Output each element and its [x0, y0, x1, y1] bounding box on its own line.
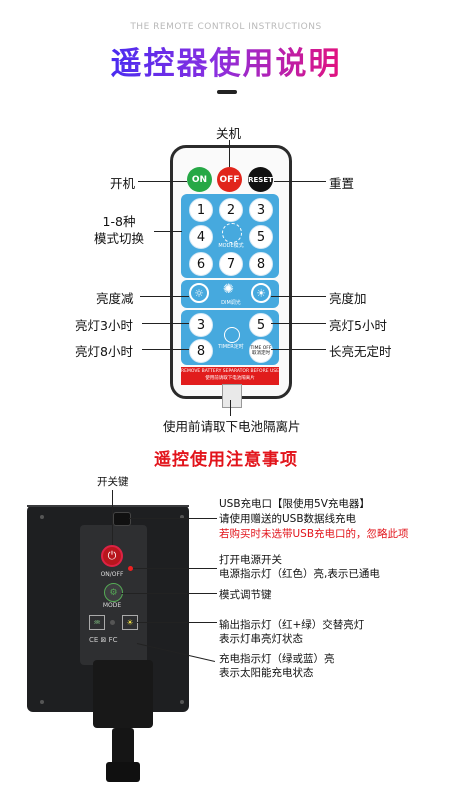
- callout-charge-1: 充电指示灯（绿或蓝）亮: [219, 653, 335, 665]
- screw-br: [180, 700, 184, 704]
- leader-timer3: [142, 323, 189, 324]
- charge-icon: ☀: [122, 615, 138, 630]
- screw-bl: [40, 700, 44, 704]
- page-title: 遥控器使用说明: [0, 38, 452, 83]
- cable-connector: [112, 728, 134, 768]
- leader-switch-key: [112, 490, 113, 545]
- battery-separator-tab[interactable]: [222, 384, 242, 408]
- dim-down-button[interactable]: ☼: [189, 283, 209, 303]
- num-7-button[interactable]: 7: [219, 252, 243, 276]
- callout-timer5: 亮灯5小时: [329, 318, 387, 333]
- callout-output-2: 表示灯串亮灯状态: [219, 633, 303, 645]
- on-button[interactable]: ON: [187, 167, 212, 192]
- timer-clock-icon: [224, 327, 240, 343]
- leader-timer5: [271, 323, 326, 324]
- callout-output-1: 输出指示灯（红+绿）交替亮灯: [219, 619, 365, 631]
- leader-battery: [230, 400, 231, 416]
- leader-dim-up: [271, 296, 326, 297]
- strip-line-cn: 使用前请取下电池隔离片: [205, 376, 255, 381]
- leader-power: [133, 568, 217, 569]
- dim-icon: ✺: [223, 282, 234, 297]
- title-divider: [217, 90, 237, 94]
- leader-off: [229, 140, 230, 167]
- leader-modes: [154, 231, 182, 232]
- leader-output: [137, 622, 217, 623]
- strip-line-en: REMOVE BATTERY SEPARATOR BEFORE USE: [181, 369, 279, 374]
- timeoff-button[interactable]: TIME OFF 取消定时: [249, 339, 273, 363]
- power-indicator-led: [128, 566, 133, 571]
- box-top-edge: [27, 505, 189, 507]
- callout-power-2: 电源指示灯（红色）亮,表示已通电: [219, 568, 380, 580]
- leader-timeoff: [271, 349, 326, 350]
- dim-label: DIM调光: [221, 300, 241, 306]
- power-switch-button[interactable]: ⏻: [101, 545, 123, 567]
- timer-label: TIMER定时: [218, 344, 244, 350]
- mode-button[interactable]: ⚙: [104, 583, 123, 602]
- leader-timer8: [142, 349, 189, 350]
- num-3-button[interactable]: 3: [249, 198, 273, 222]
- timer-3-button[interactable]: 3: [189, 313, 213, 337]
- num-5-button[interactable]: 5: [249, 225, 273, 249]
- leader-usb: [129, 518, 217, 519]
- battery-strip: REMOVE BATTERY SEPARATOR BEFORE USE 使用前请…: [181, 367, 279, 385]
- section2-title: 遥控使用注意事项: [154, 450, 298, 470]
- timer-5-button[interactable]: 5: [249, 313, 273, 337]
- screw-tl: [40, 515, 44, 519]
- dim-up-button[interactable]: ☀: [251, 283, 271, 303]
- off-button[interactable]: OFF: [217, 167, 242, 192]
- callout-timeoff: 长亮无定时: [329, 344, 392, 359]
- callout-charge-2: 表示太阳能充电状态: [219, 667, 314, 679]
- callout-dim-down: 亮度减: [96, 291, 134, 306]
- callout-battery: 使用前请取下电池隔离片: [163, 419, 301, 434]
- callout-timer8: 亮灯8小时: [75, 344, 133, 359]
- page-title-text: 遥控器使用说明: [110, 46, 342, 82]
- callout-usb-3: 若购买时未选带USB充电口的，忽略此项: [219, 528, 409, 540]
- timer-8-button[interactable]: 8: [189, 339, 213, 363]
- mode-label: MODE模式: [218, 243, 244, 249]
- mode-icon: [222, 223, 242, 243]
- output-led: [110, 620, 115, 625]
- callout-on: 开机: [110, 176, 136, 191]
- callout-dim-up: 亮度加: [329, 291, 367, 306]
- switch-label: ON/OFF: [100, 571, 124, 578]
- certification-marks: CE ⊠ FC: [89, 636, 118, 644]
- leader-dim-down: [140, 296, 189, 297]
- reset-button[interactable]: RESET: [248, 167, 273, 192]
- connector-nut: [106, 762, 140, 782]
- usb-port[interactable]: [113, 512, 131, 526]
- leader-on: [138, 181, 187, 182]
- num-6-button[interactable]: 6: [189, 252, 213, 276]
- callout-reset: 重置: [329, 176, 355, 191]
- num-2-button[interactable]: 2: [219, 198, 243, 222]
- mode-key-label: MODE: [102, 602, 122, 609]
- num-4-button[interactable]: 4: [189, 225, 213, 249]
- leader-reset: [274, 181, 326, 182]
- callout-usb-1: USB充电口【限使用5V充电器】: [219, 498, 370, 510]
- callout-power-1: 打开电源开关: [219, 554, 282, 566]
- subtitle-en: THE REMOTE CONTROL INSTRUCTIONS: [130, 22, 322, 32]
- leader-mode-key: [121, 593, 217, 594]
- num-8-button[interactable]: 8: [249, 252, 273, 276]
- num-1-button[interactable]: 1: [189, 198, 213, 222]
- output-icon: ♒: [89, 615, 105, 630]
- callout-timer3: 亮灯3小时: [75, 318, 133, 333]
- callout-modes: 1-8种 模式切换: [94, 214, 145, 246]
- screw-tr: [180, 515, 184, 519]
- callout-switch-key: 开关键: [97, 476, 129, 488]
- callout-usb-2: 请使用赠送的USB数据线充电: [219, 513, 357, 525]
- callout-off: 关机: [216, 126, 242, 141]
- callout-mode-key: 模式调节键: [219, 589, 272, 601]
- box-bottom-mount: [93, 660, 153, 728]
